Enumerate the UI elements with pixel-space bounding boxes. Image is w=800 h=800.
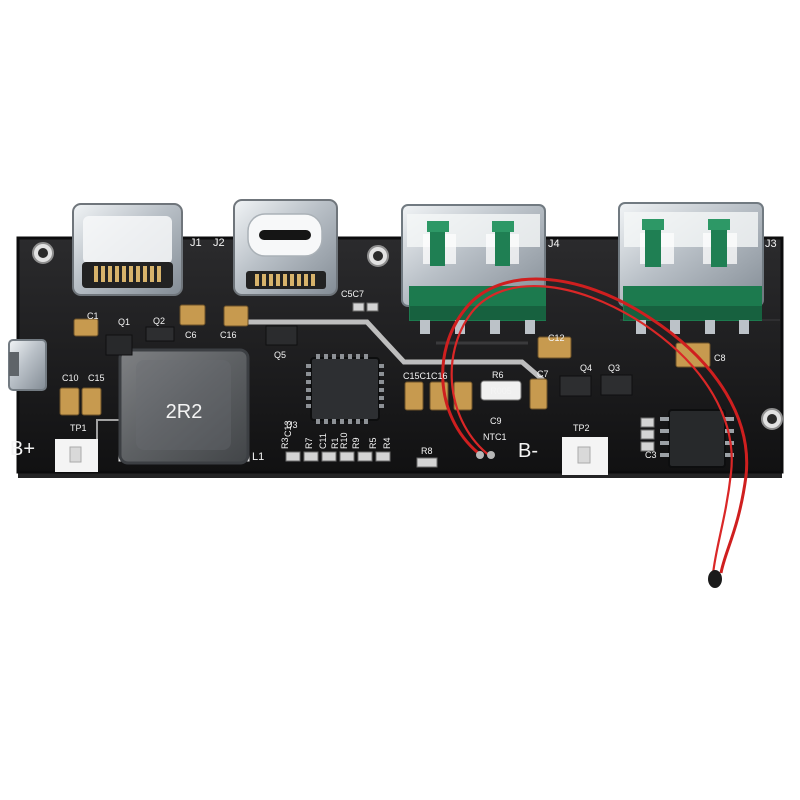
mounting-holes — [32, 242, 783, 430]
label-c7: C7 — [537, 369, 549, 379]
label-q3: Q3 — [608, 363, 620, 373]
inductor-marking: 2R2 — [166, 401, 203, 423]
label-bminus: B- — [518, 440, 538, 462]
label-c15c1c16: C15C1C16 — [403, 371, 448, 381]
label-c3: C3 — [645, 450, 657, 460]
silkscreen-labels: J1 J2 J4 J3 Q1 Q2 Q5 Q4 Q3 C1 C6 C16 C5C… — [10, 237, 777, 463]
label-j1: J1 — [190, 237, 202, 249]
label-c1: C1 — [87, 311, 99, 321]
label-c15-left: C15 — [88, 373, 105, 383]
usb-a-connector-j3 — [618, 202, 764, 334]
soic-chip — [660, 409, 734, 468]
label-tp1: TP1 — [70, 423, 87, 433]
label-q4: Q4 — [580, 363, 592, 373]
label-r6: R6 — [492, 370, 504, 380]
shunt-resistor-r6: R005 — [480, 380, 522, 401]
label-c6: C6 — [185, 330, 197, 340]
label-c9: C9 — [490, 416, 502, 426]
label-q1: Q1 — [118, 317, 130, 327]
label-r7: R7 — [304, 437, 314, 449]
label-r8: R8 — [421, 446, 433, 456]
test-pad-tp2 — [562, 437, 608, 475]
label-r1: R1 — [330, 437, 340, 449]
label-l1: L1 — [252, 451, 264, 463]
transistor-q3 — [600, 374, 633, 396]
label-c5c7: C5C7 — [341, 289, 364, 299]
label-u3: U3 — [286, 420, 298, 430]
label-j2: J2 — [213, 237, 225, 249]
label-c13: C13 — [283, 420, 293, 437]
label-r5: R5 — [368, 437, 378, 449]
usb-c-connector-j2 — [233, 199, 338, 296]
label-q2: Q2 — [153, 316, 165, 326]
label-j3: J3 — [765, 238, 777, 250]
transistor-q5 — [265, 325, 298, 346]
label-bplus: B+ — [10, 438, 35, 460]
smd-resistors — [285, 302, 655, 468]
label-tp2: TP2 — [573, 423, 590, 433]
label-j4: J4 — [548, 238, 560, 250]
usb-a-connector-j4 — [401, 204, 546, 334]
transistor-q1 — [105, 334, 133, 356]
thermistor-wire — [441, 277, 749, 588]
side-button — [8, 339, 47, 391]
transistor-q4 — [559, 375, 592, 397]
label-r4: R4 — [382, 437, 392, 449]
transistor-q2 — [145, 326, 175, 342]
label-c11: C11 — [318, 433, 328, 449]
label-r10: R10 — [339, 432, 349, 449]
capacitors — [59, 304, 711, 416]
main-ic — [306, 354, 384, 424]
shunt-resistor-marking: R005 — [490, 386, 512, 396]
label-c8: C8 — [714, 353, 726, 363]
label-r9: R9 — [351, 437, 361, 449]
label-c16-top: C16 — [220, 330, 237, 340]
inductor-l1: 2R2 — [118, 348, 250, 465]
label-ntc1: NTC1 — [483, 432, 507, 442]
label-c12: C12 — [548, 333, 565, 343]
test-pad-tp1 — [55, 439, 98, 472]
label-c10: C10 — [62, 373, 79, 383]
label-r3: R3 — [280, 437, 290, 449]
usb-c-connector-j1 — [72, 203, 183, 296]
label-q5: Q5 — [274, 350, 286, 360]
